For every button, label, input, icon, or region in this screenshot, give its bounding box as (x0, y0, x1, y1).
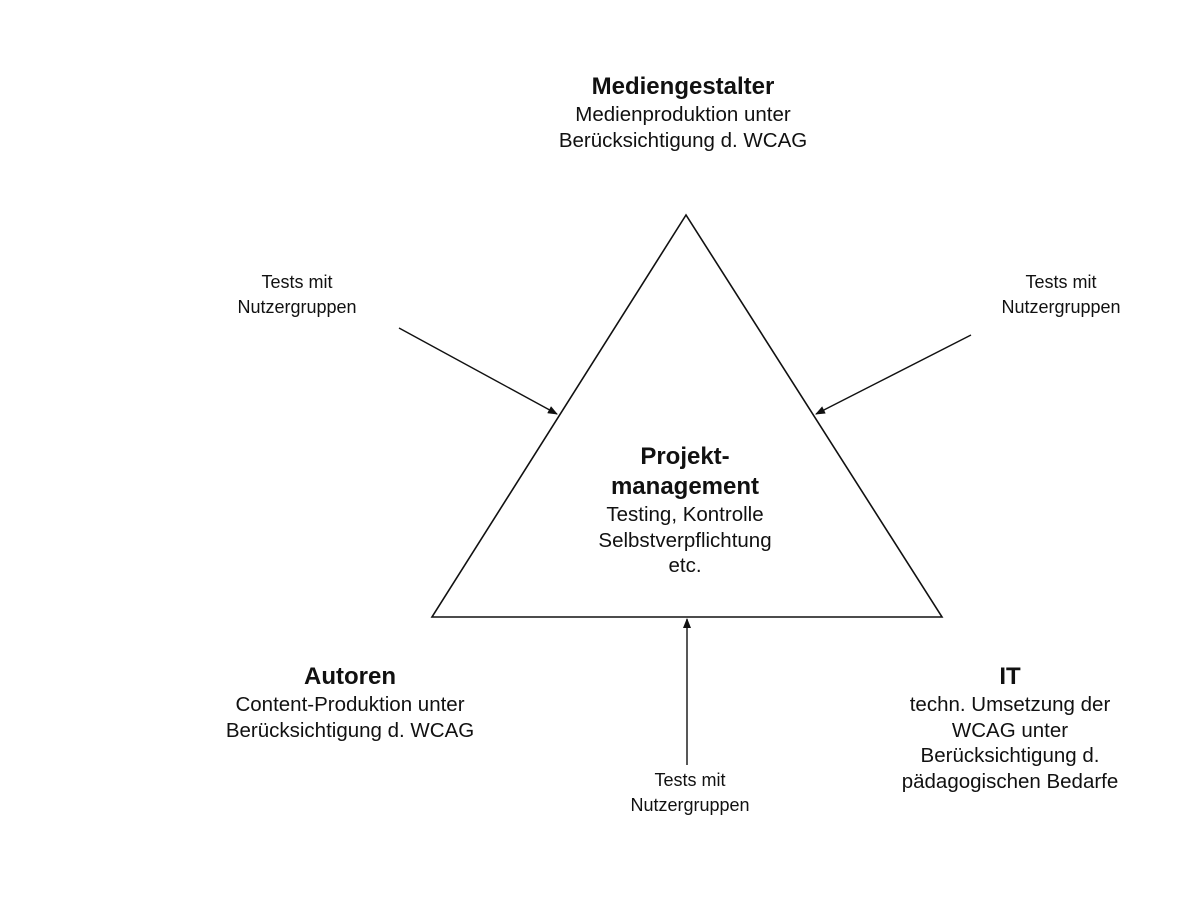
role-autoren: Autoren Content-Produktion unter Berücks… (150, 662, 550, 743)
role-description-line: Content-Produktion unter (235, 693, 465, 716)
arrow-left-tests (398, 327, 558, 415)
center-title-line: management (610, 473, 760, 500)
tests-label-line: Tests mit (1025, 272, 1097, 292)
tests-label-line: Nutzergruppen (630, 795, 750, 816)
role-description-line: Berücksichtigung d. (920, 744, 1100, 768)
role-description-line: Berücksichtigung d. WCAG (225, 718, 475, 742)
role-description-line: Berücksichtigung d. WCAG (558, 128, 808, 152)
center-description-line: Testing, Kontrolle (606, 503, 764, 526)
tests-label-line: Tests mit (261, 272, 333, 292)
role-title: Mediengestalter (591, 73, 775, 100)
role-mediengestalter: Mediengestalter Medienproduktion unter B… (483, 72, 883, 153)
center-description-line: etc. (668, 554, 702, 578)
role-title: Autoren (304, 663, 396, 690)
tests-label-bottom: Tests mit Nutzergruppen (590, 768, 790, 818)
tests-label-left: Tests mit Nutzergruppen (197, 270, 397, 320)
center-projektmanagement: Projekt- management Testing, Kontrolle S… (540, 442, 830, 579)
arrow-right-tests (815, 334, 972, 415)
role-description-line: techn. Umsetzung der (909, 693, 1111, 716)
role-title: IT (999, 663, 1021, 690)
role-description-line: WCAG unter (951, 718, 1069, 742)
center-title-line: Projekt- (640, 443, 730, 470)
tests-label-right: Tests mit Nutzergruppen (961, 270, 1161, 320)
role-description-line: pädagogischen Bedarfe (901, 769, 1119, 793)
tests-label-line: Tests mit (654, 770, 726, 790)
tests-label-line: Nutzergruppen (1001, 297, 1121, 318)
center-description-line: Selbstverpflichtung (598, 528, 772, 552)
role-description-line: Medienproduktion unter (575, 103, 791, 126)
tests-label-line: Nutzergruppen (237, 297, 357, 318)
role-it: IT techn. Umsetzung der WCAG unter Berüc… (860, 662, 1160, 795)
central-triangle (430, 213, 944, 618)
